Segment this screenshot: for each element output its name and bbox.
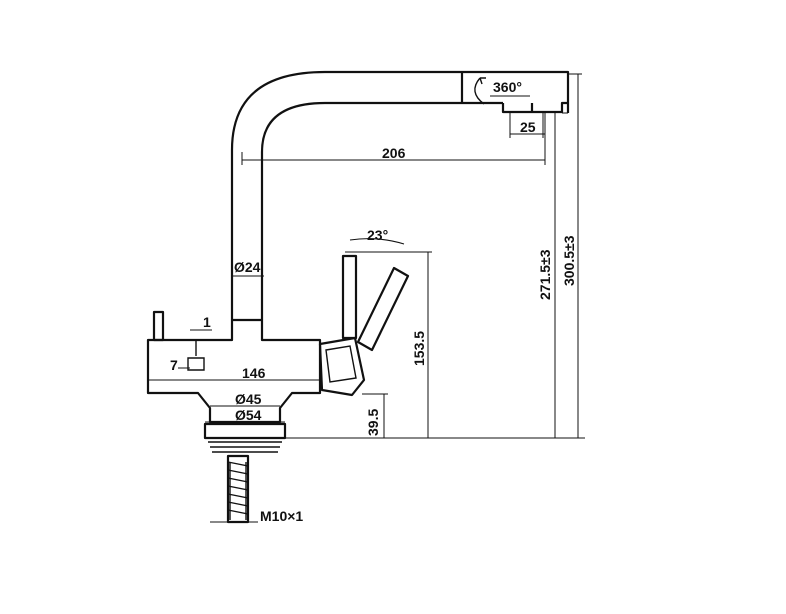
dim-lever-height: 153.5 [411,331,427,366]
side-knob [152,310,165,342]
dim-spout-offset: 25 [520,119,536,135]
lever-stem [341,254,358,340]
dim-small-height: 1 [203,314,211,330]
base-flange [203,422,287,440]
dim-small-width: 7 [170,357,178,373]
thread-pattern [227,461,249,520]
small-detail [187,340,205,371]
dim-thread: M10×1 [260,508,303,524]
dim-reach: 206 [382,145,406,161]
dimension-lines [148,73,585,523]
spout-inner [260,101,462,320]
rotation-arc [474,77,485,105]
lever-cartridge [318,336,366,397]
faucet-body [146,318,322,424]
lever-cartridge-inner [325,345,357,383]
dim-body-length: 146 [242,365,266,381]
dim-lever-angle: 23° [367,227,388,243]
base-washer [208,441,282,453]
dim-spout-height: 271.5±3 [537,249,553,300]
dim-rotation: 360° [493,79,522,95]
dim-base-outer: Ø54 [235,407,262,423]
dim-base-height: 39.5 [365,409,381,436]
dim-total-height: 300.5±3 [561,235,577,286]
dim-pipe-diameter: Ø24 [234,259,261,275]
spout-outer [230,70,570,320]
rotation-arrow [479,77,486,85]
lever-handle [356,266,410,352]
faucet-outline [146,70,570,524]
dim-base-inner: Ø45 [235,391,262,407]
dimension-labels: 360° 25 206 271.5±3 300.5±3 23° Ø24 153.… [170,79,577,524]
